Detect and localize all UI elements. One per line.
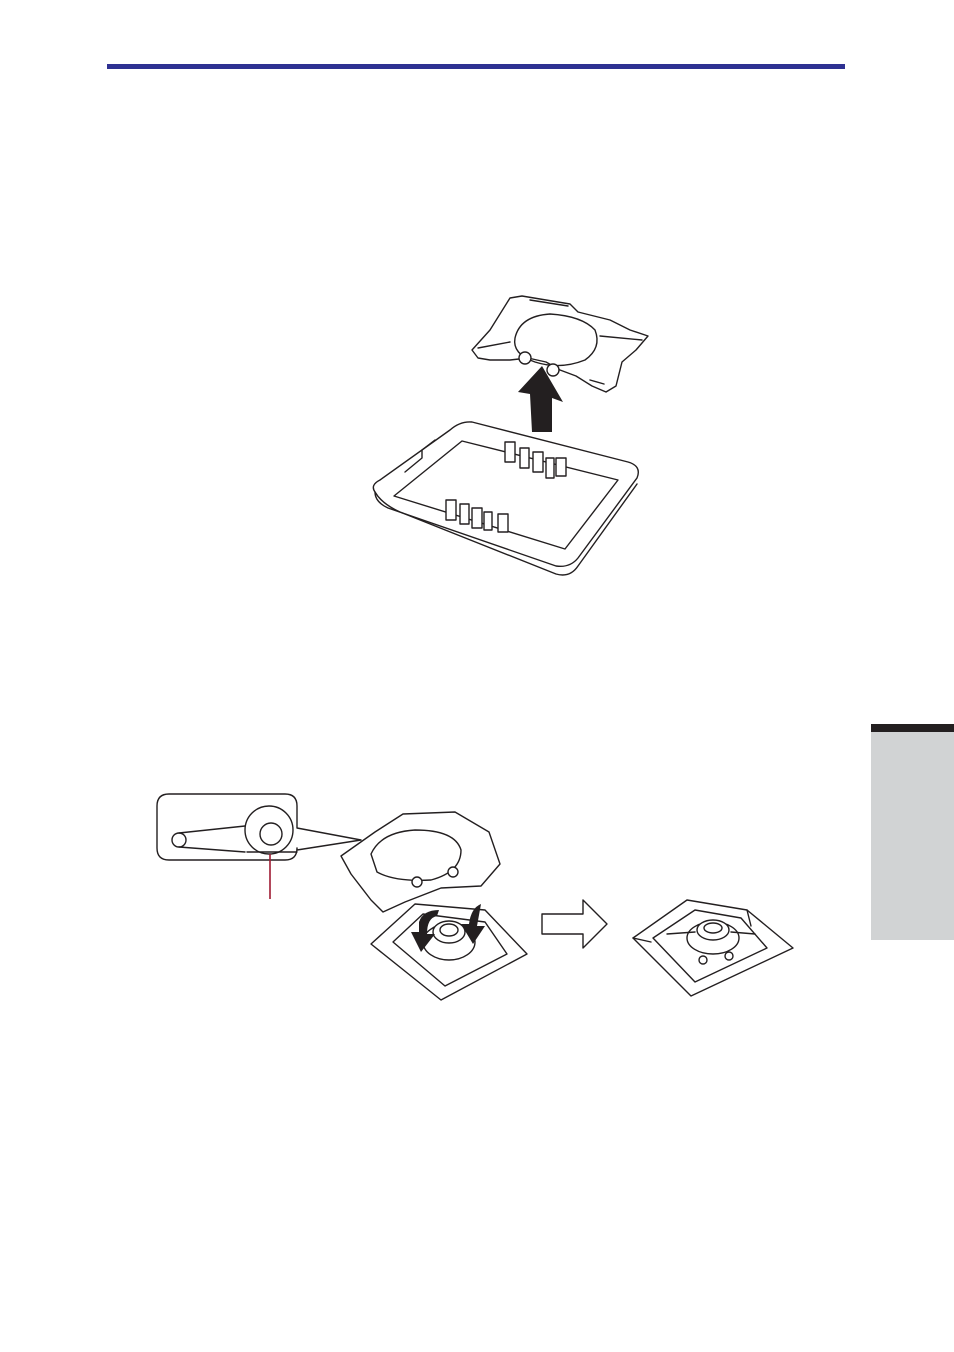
key-base — [371, 904, 527, 1000]
chapter-side-tab — [871, 724, 954, 940]
key-bracket — [472, 296, 648, 392]
header-rule — [107, 64, 845, 69]
key-assembled — [633, 900, 793, 996]
figure-2 — [155, 792, 800, 1007]
key-bracket-detached — [341, 812, 500, 912]
figure-1 — [360, 290, 670, 575]
lift-arrow-icon — [518, 366, 563, 432]
result-arrow-icon — [542, 900, 607, 948]
detail-callout — [157, 794, 361, 860]
